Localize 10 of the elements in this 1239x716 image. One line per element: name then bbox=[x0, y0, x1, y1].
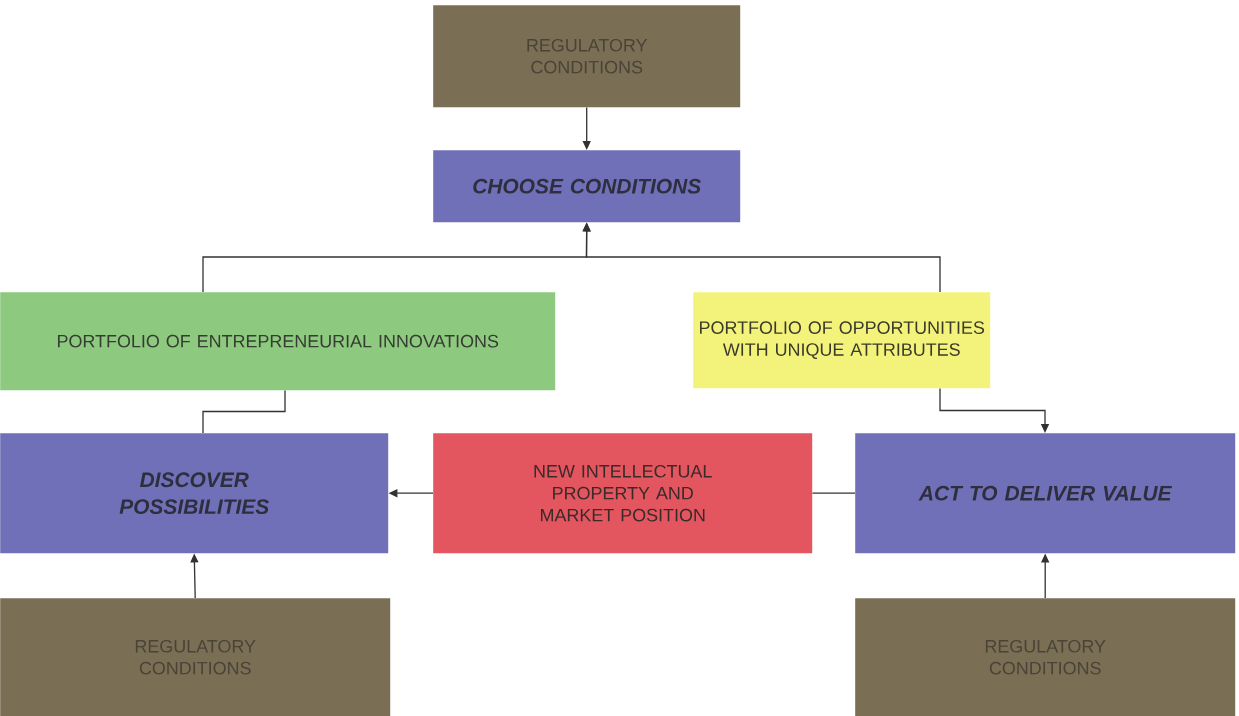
connector bbox=[202, 389, 286, 434]
process-box: PORTFOLIO OF OPPORTUNITIES WITH UNIQUE ATTRIBUTES bbox=[693, 292, 991, 389]
connector bbox=[582, 106, 591, 150]
process-box: PORTFOLIO OF ENTREPRENEURIAL INNOVATIONS bbox=[0, 292, 556, 391]
process-box: DISCOVER POSSIBILITIES bbox=[0, 433, 389, 554]
process-box: ACT TO DELIVER VALUE bbox=[855, 433, 1236, 554]
process-box: NEW INTELLECTUAL PROPERTY AND MARKET POSITION bbox=[433, 433, 813, 554]
connector bbox=[939, 387, 1050, 433]
connector bbox=[811, 492, 856, 494]
process-box: CHOOSE CONDITIONS bbox=[433, 150, 741, 223]
